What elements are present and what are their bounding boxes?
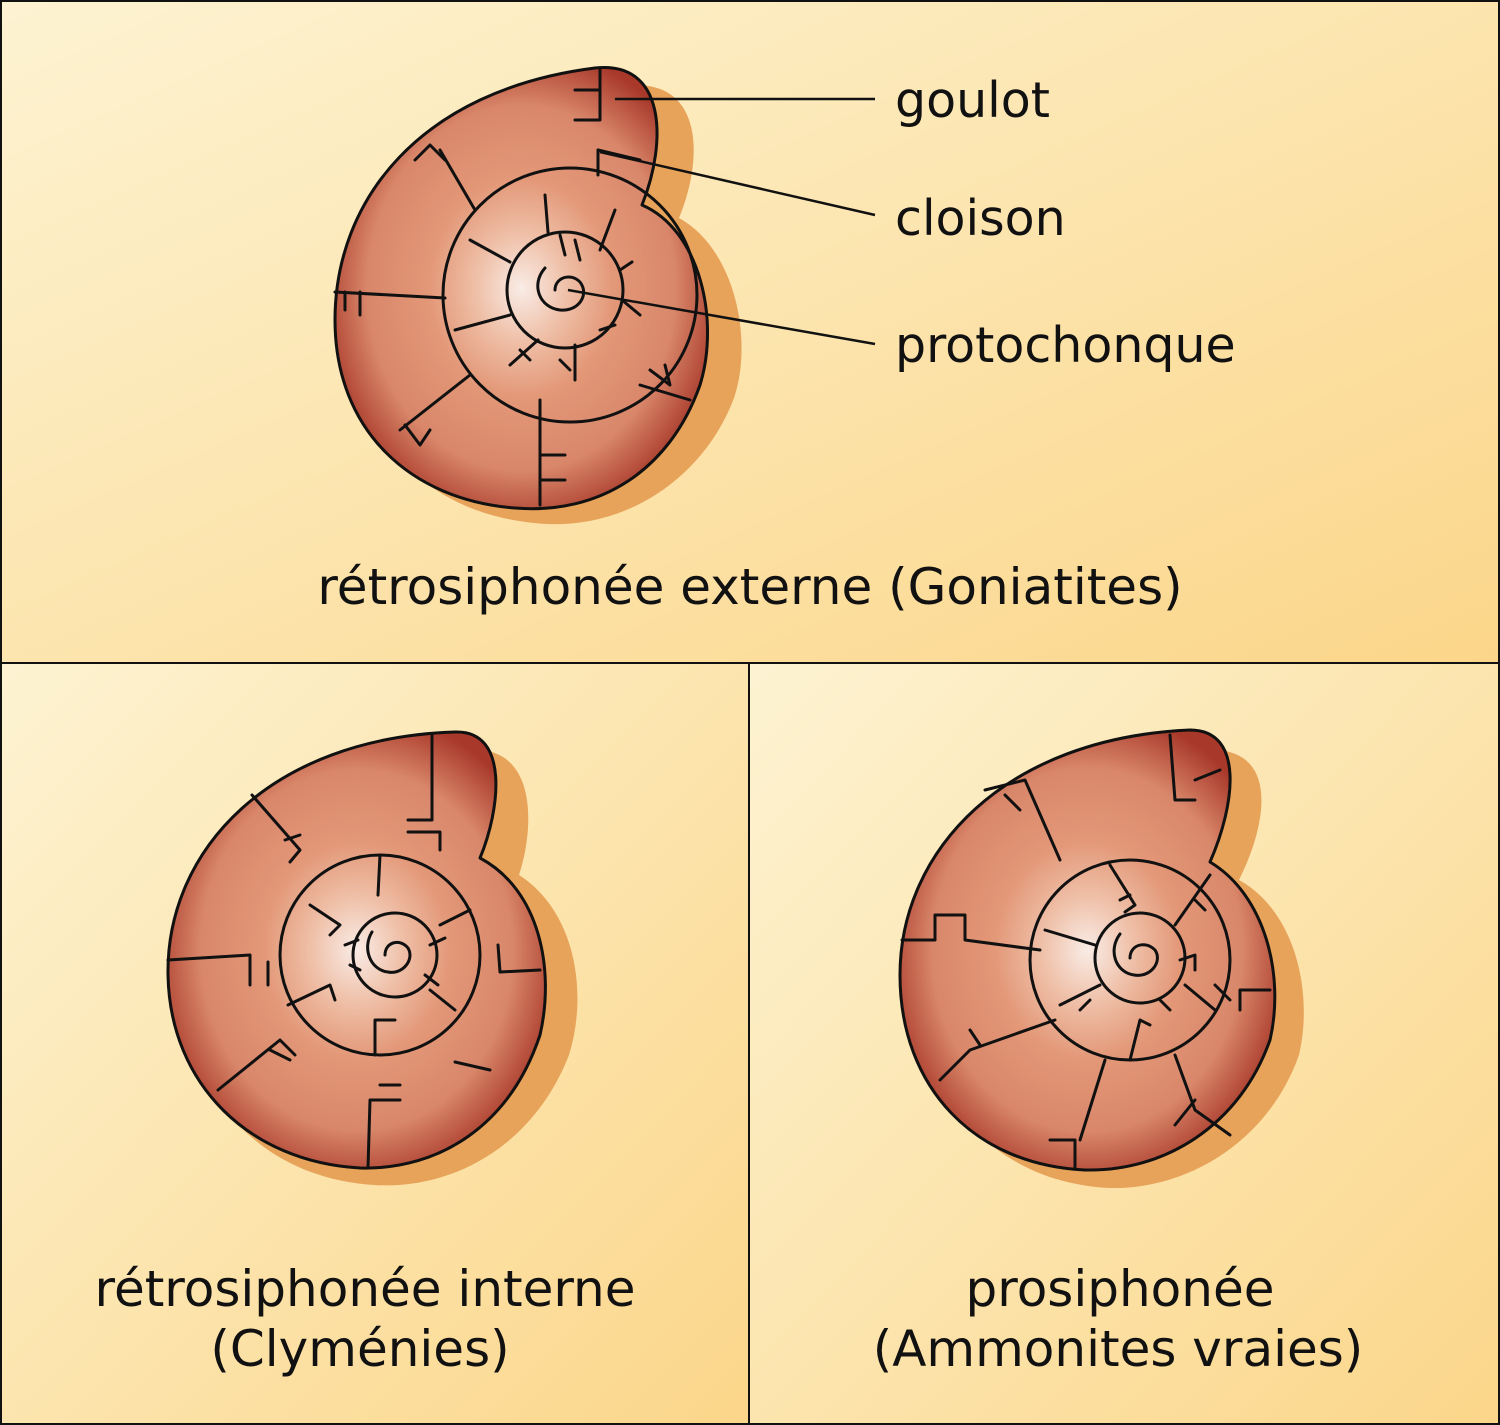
caption-bottom-left-line2: (Clyménies) <box>210 1320 509 1378</box>
callout-cloison: cloison <box>895 190 1066 247</box>
callout-goulot: goulot <box>895 72 1050 129</box>
caption-bottom-right-line1: prosiphonée <box>966 1260 1275 1318</box>
shell-goniatites <box>333 66 742 525</box>
caption-top: rétrosiphonée externe (Goniatites) <box>317 558 1182 616</box>
caption-bottom-right-line2: (Ammonites vraies) <box>873 1320 1364 1378</box>
shell-clymenies <box>166 730 578 1186</box>
shell-ammonites-vraies <box>898 728 1304 1189</box>
panel-top <box>0 0 1500 664</box>
caption-bottom-left-line1: rétrosiphonée interne <box>94 1260 635 1318</box>
callout-protochonque: protochonque <box>895 317 1236 374</box>
callout-leaders <box>567 97 876 346</box>
